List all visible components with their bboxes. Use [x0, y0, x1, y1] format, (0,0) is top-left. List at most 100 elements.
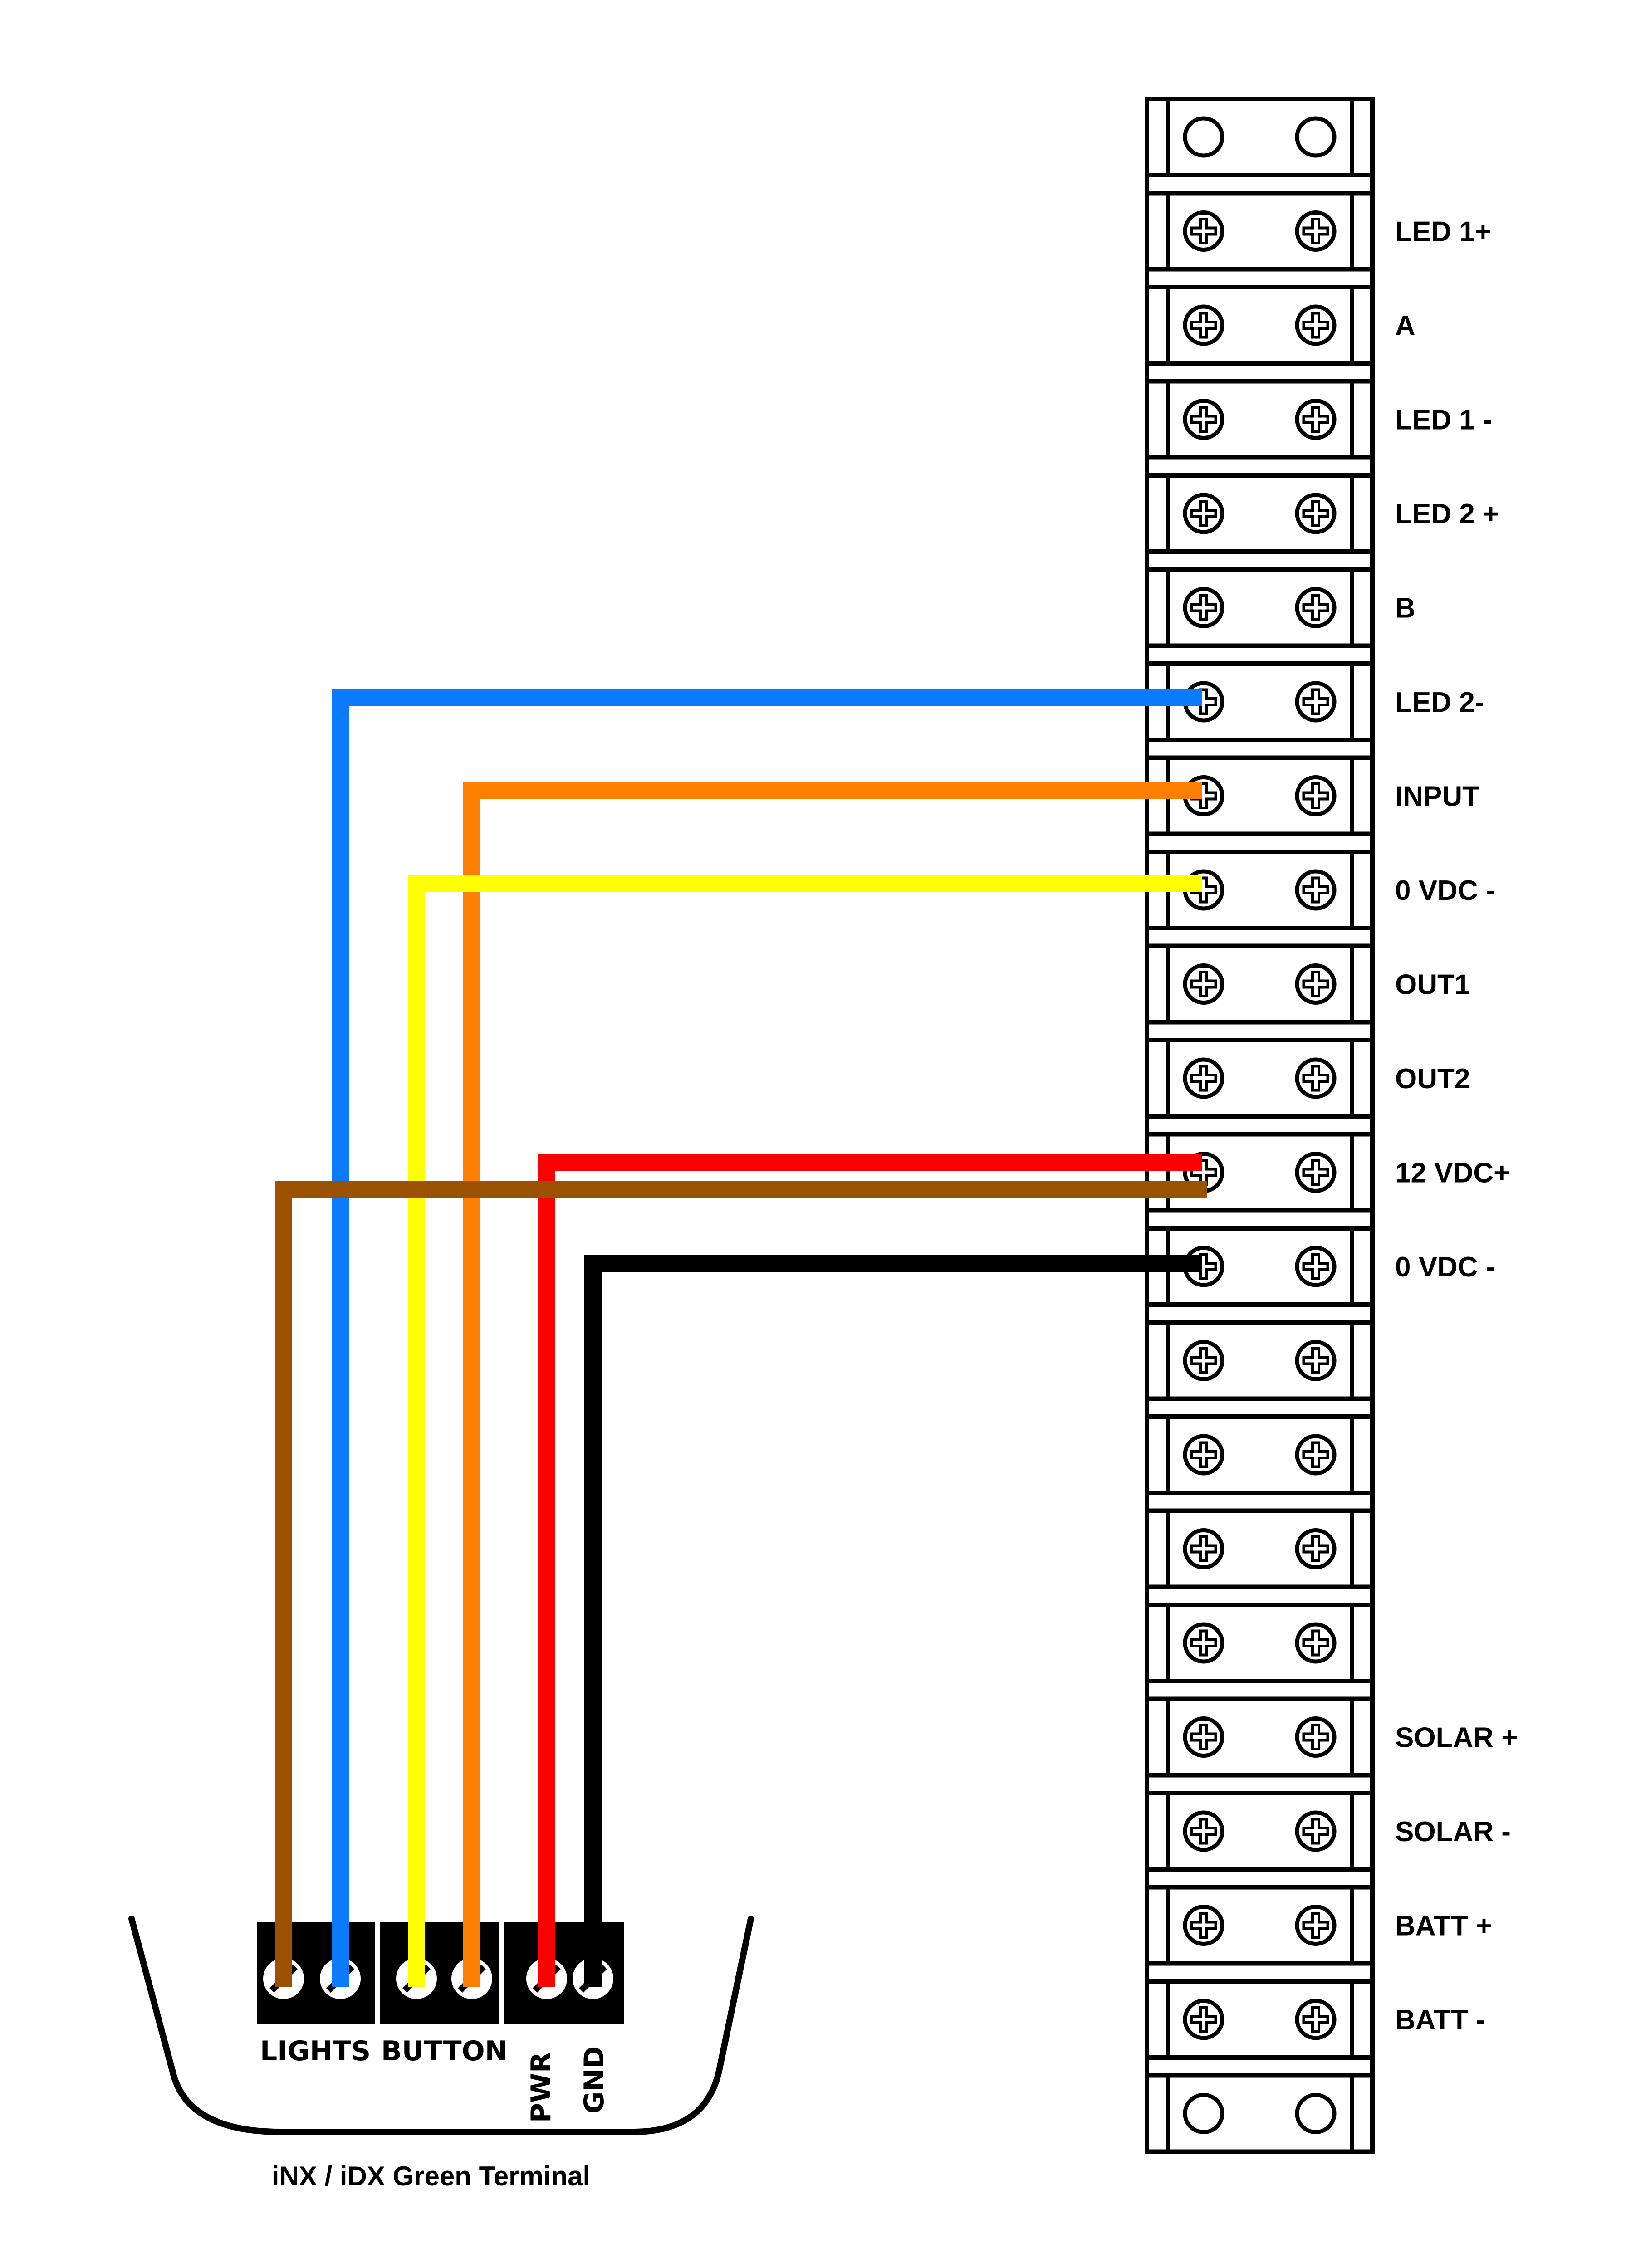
strip-label: BATT -: [1395, 2004, 1485, 2036]
screw-icon: [1183, 963, 1224, 1005]
screw-icon: [1183, 1340, 1224, 1381]
strip-position: [1145, 1696, 1375, 1778]
strip-cell-outer: [1145, 1320, 1375, 1401]
strip-cell-outer: [1145, 379, 1375, 460]
wire-blue: [332, 689, 1202, 1987]
green-terminal-caption: iNX / iDX Green Terminal: [272, 2161, 590, 2191]
screw-icon: [1183, 1057, 1224, 1099]
wire-yellow: [408, 875, 1202, 1987]
wire-brown: [275, 1181, 1207, 1987]
wire-red: [538, 1154, 1202, 1987]
screw-icon: [1183, 1622, 1224, 1664]
screw-icon: [1295, 1246, 1337, 1287]
screw-icon: [1295, 1622, 1337, 1664]
strip-position: [1145, 1320, 1375, 1401]
mounting-hole-icon: [1183, 116, 1224, 158]
screw-icon: [1295, 963, 1337, 1005]
strip-label: 12 VDC+: [1395, 1158, 1510, 1189]
strip-position: [1145, 473, 1375, 554]
strip-cell-outer: [1145, 285, 1375, 366]
wire-black: [584, 1255, 1202, 1987]
strip-position: [1145, 285, 1375, 366]
strip-position: [1145, 943, 1375, 1025]
wire-orange: [463, 782, 1202, 1987]
screw-icon: [1183, 1999, 1224, 2040]
strip-cell-outer: [1145, 1696, 1375, 1778]
strip-cell-outer: [1145, 473, 1375, 554]
screw-icon: [1183, 399, 1224, 440]
strip-label: LED 2 +: [1395, 499, 1499, 530]
strip-position: [1145, 379, 1375, 460]
strip-label: A: [1395, 310, 1415, 342]
screw-icon: [1295, 1340, 1337, 1381]
screw-icon: [1183, 1528, 1224, 1569]
strip-label: INPUT: [1395, 781, 1479, 812]
strip-cell-outer: [1145, 1885, 1375, 1966]
mounting-hole-icon: [1295, 116, 1337, 158]
strip-label: BATT +: [1395, 1911, 1492, 1942]
screw-icon: [1183, 1810, 1224, 1852]
strip-label: LED 1+: [1395, 216, 1491, 248]
strip-position: [1145, 1038, 1375, 1119]
screw-icon: [1295, 869, 1337, 911]
screw-icon: [1295, 1152, 1337, 1193]
screw-icon: [1183, 210, 1224, 252]
screw-icon: [1295, 587, 1337, 628]
strip-cell-outer: [1145, 1414, 1375, 1495]
strip-label: 0 VDC -: [1395, 875, 1495, 906]
screw-icon: [1183, 304, 1224, 346]
strip-cell-outer: [1145, 943, 1375, 1025]
screw-icon: [1183, 587, 1224, 628]
strip-label: SOLAR -: [1395, 1816, 1511, 1848]
lights-label: LIGHTS: [260, 2035, 371, 2067]
strip-position: [1145, 1414, 1375, 1495]
screw-icon: [1183, 493, 1224, 534]
strip-position: [1145, 1603, 1375, 1683]
screw-icon: [1295, 775, 1337, 816]
screw-icon: [1183, 1716, 1224, 1758]
strip-label: OUT1: [1395, 969, 1470, 1001]
screw-icon: [1295, 1434, 1337, 1476]
strip-cell-outer: [1145, 1132, 1375, 1213]
mounting-hole-icon: [1295, 2093, 1337, 2134]
screw-icon: [1295, 1810, 1337, 1852]
strip-position: [1145, 850, 1375, 930]
strip-cell-outer: [1145, 1508, 1375, 1589]
strip-position: [1145, 1226, 1375, 1307]
green-terminal-housing: [128, 1916, 754, 2135]
mounting-hole-icon: [1183, 2093, 1224, 2134]
strip-position: [1145, 2073, 1375, 2154]
strip-position: [1145, 1979, 1375, 2060]
strip-position: [1145, 1508, 1375, 1589]
strip-cell-outer: [1145, 191, 1375, 272]
strip-position: [1145, 567, 1375, 648]
screw-icon: [1295, 493, 1337, 534]
pwr-label: PWR: [525, 2052, 557, 2123]
strip-position: [1145, 97, 1375, 177]
strip-cell-outer: [1145, 1603, 1375, 1683]
strip-cell-outer: [1145, 1038, 1375, 1119]
strip-position: [1145, 1791, 1375, 1872]
screw-icon: [1295, 1716, 1337, 1758]
strip-label: OUT2: [1395, 1063, 1470, 1095]
gnd-label: GND: [578, 2046, 610, 2114]
screw-icon: [1183, 1905, 1224, 1946]
strip-label: LED 2-: [1395, 687, 1484, 718]
strip-position: [1145, 1885, 1375, 1966]
screw-icon: [1295, 1999, 1337, 2040]
screw-icon: [1295, 210, 1337, 252]
button-label: BUTTON: [381, 2035, 508, 2067]
terminal-strip: [1145, 97, 1375, 2154]
strip-cell-outer: [1145, 567, 1375, 648]
strip-label: SOLAR +: [1395, 1722, 1518, 1754]
screw-icon: [1295, 1528, 1337, 1569]
strip-label: B: [1395, 593, 1415, 624]
screw-icon: [1183, 1434, 1224, 1476]
screw-icon: [1295, 399, 1337, 440]
wires: [275, 689, 1207, 1987]
strip-cell-outer: [1145, 2073, 1375, 2154]
strip-position: [1145, 191, 1375, 272]
strip-position: [1145, 1132, 1375, 1213]
